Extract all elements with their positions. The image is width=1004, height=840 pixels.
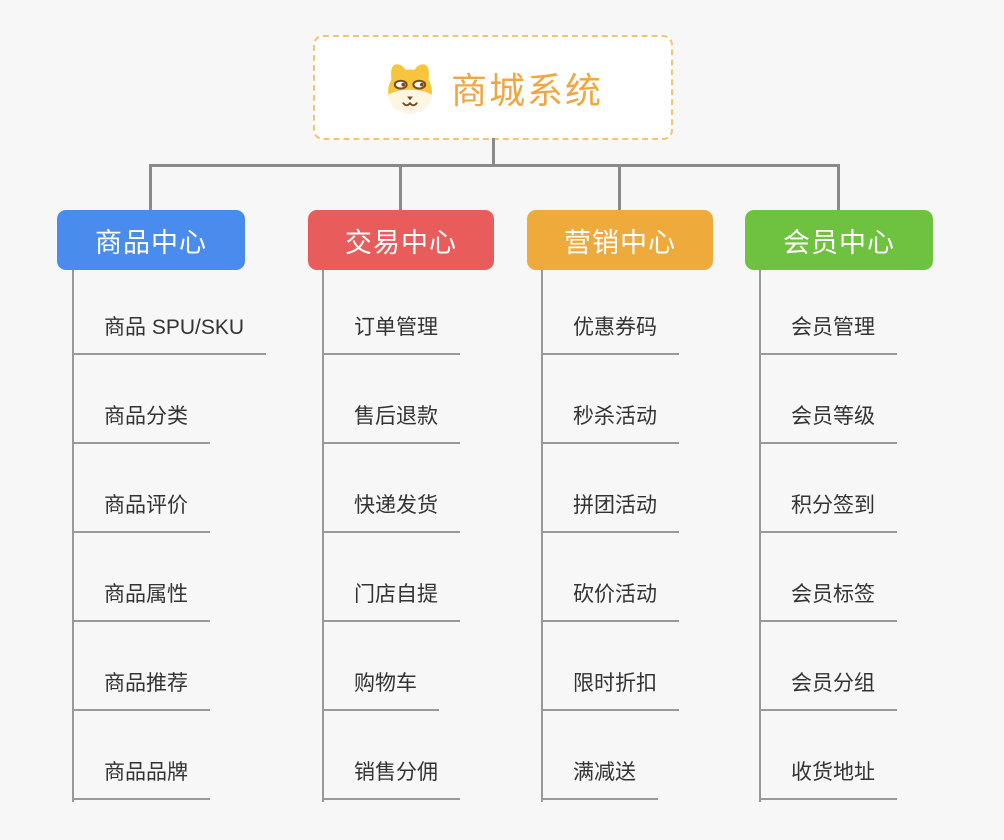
leaf-item[interactable]: 门店自提 (322, 580, 460, 622)
leaf-item[interactable]: 优惠券码 (541, 313, 679, 355)
root-node-mall-system[interactable]: 商城系统 (313, 35, 673, 140)
leaf-item[interactable]: 商品评价 (72, 491, 210, 533)
root-title: 商城系统 (450, 69, 603, 111)
leaf-item[interactable]: 购物车 (322, 669, 439, 711)
leaf-item[interactable]: 商品分类 (72, 402, 210, 444)
leaf-item[interactable]: 商品推荐 (72, 669, 210, 711)
leaf-item[interactable]: 会员等级 (759, 402, 897, 444)
leaf-item[interactable]: 销售分佣 (322, 758, 460, 800)
branch-stem (72, 270, 74, 802)
branch-node-marketing[interactable]: 营销中心 (527, 210, 713, 270)
leaf-item[interactable]: 订单管理 (322, 313, 460, 355)
connector-drop-members (837, 164, 840, 210)
connector-drop-products (149, 164, 152, 210)
branch-node-trade[interactable]: 交易中心 (308, 210, 494, 270)
leaf-item[interactable]: 拼团活动 (541, 491, 679, 533)
branch-label: 会员中心 (783, 227, 895, 258)
branch-node-products[interactable]: 商品中心 (57, 210, 245, 270)
leaf-item[interactable]: 商品属性 (72, 580, 210, 622)
leaf-item[interactable]: 收货地址 (759, 758, 897, 800)
branch-node-members[interactable]: 会员中心 (745, 210, 933, 270)
leaf-item[interactable]: 满减送 (541, 758, 658, 800)
branch-stem (541, 270, 543, 802)
leaf-item[interactable]: 秒杀活动 (541, 402, 679, 444)
connector-bus (150, 164, 840, 167)
connector-drop-marketing (618, 164, 621, 210)
leaf-item[interactable]: 售后退款 (322, 402, 460, 444)
leaf-item[interactable]: 砍价活动 (541, 580, 679, 622)
branch-stem (759, 270, 761, 802)
branch-stem (322, 270, 324, 802)
leaf-item[interactable]: 积分签到 (759, 491, 897, 533)
dog-face-icon (383, 61, 437, 115)
leaf-item[interactable]: 商品品牌 (72, 758, 210, 800)
leaf-item[interactable]: 会员管理 (759, 313, 897, 355)
branch-label: 营销中心 (564, 227, 676, 258)
branch-label: 商品中心 (95, 227, 207, 258)
leaf-item[interactable]: 会员分组 (759, 669, 897, 711)
leaf-item[interactable]: 限时折扣 (541, 669, 679, 711)
connector-drop-trade (399, 164, 402, 210)
branch-label: 交易中心 (345, 227, 457, 258)
leaf-item[interactable]: 会员标签 (759, 580, 897, 622)
leaf-item[interactable]: 快递发货 (322, 491, 460, 533)
connector-root-stem (492, 138, 495, 167)
leaf-item[interactable]: 商品 SPU/SKU (72, 313, 267, 355)
